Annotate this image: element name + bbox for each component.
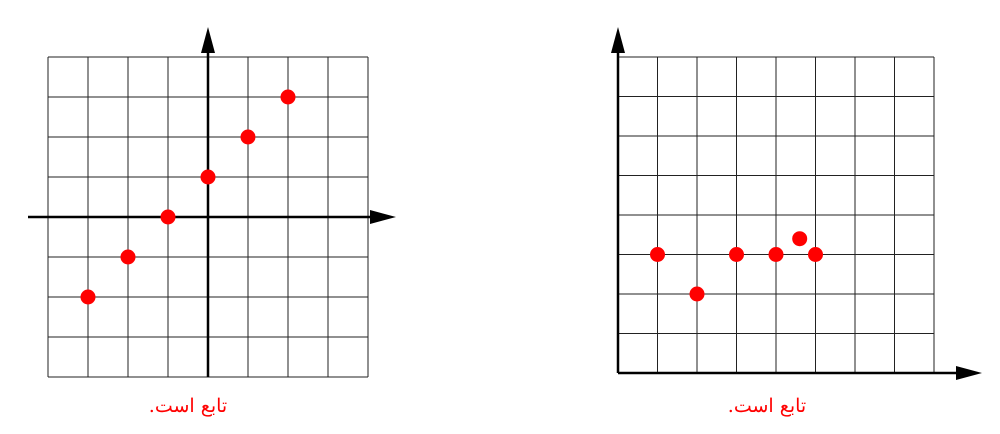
data-point xyxy=(160,209,176,225)
graph-caption-left: تابع است. xyxy=(149,395,227,417)
data-point xyxy=(792,231,808,247)
data-point xyxy=(80,289,96,305)
data-point xyxy=(808,247,823,262)
data-point xyxy=(240,129,256,145)
y-axis-arrow-icon xyxy=(611,27,625,53)
graph-caption-right: تابع است. xyxy=(728,395,806,417)
x-axis-arrow-icon xyxy=(956,366,982,380)
data-points xyxy=(650,231,823,302)
y-axis-arrow-icon xyxy=(201,27,215,53)
axes xyxy=(611,27,982,380)
axes xyxy=(28,27,396,377)
graph-centered-axes xyxy=(28,27,396,378)
x-axis-arrow-icon xyxy=(370,210,396,224)
data-point xyxy=(768,247,784,262)
data-point xyxy=(650,247,665,262)
data-point xyxy=(280,89,296,105)
data-point xyxy=(200,169,216,185)
data-points xyxy=(80,89,296,305)
data-point xyxy=(689,286,705,302)
data-point xyxy=(729,247,744,262)
graph-first-quadrant xyxy=(611,27,982,380)
data-point xyxy=(120,249,136,265)
grid xyxy=(617,56,935,374)
